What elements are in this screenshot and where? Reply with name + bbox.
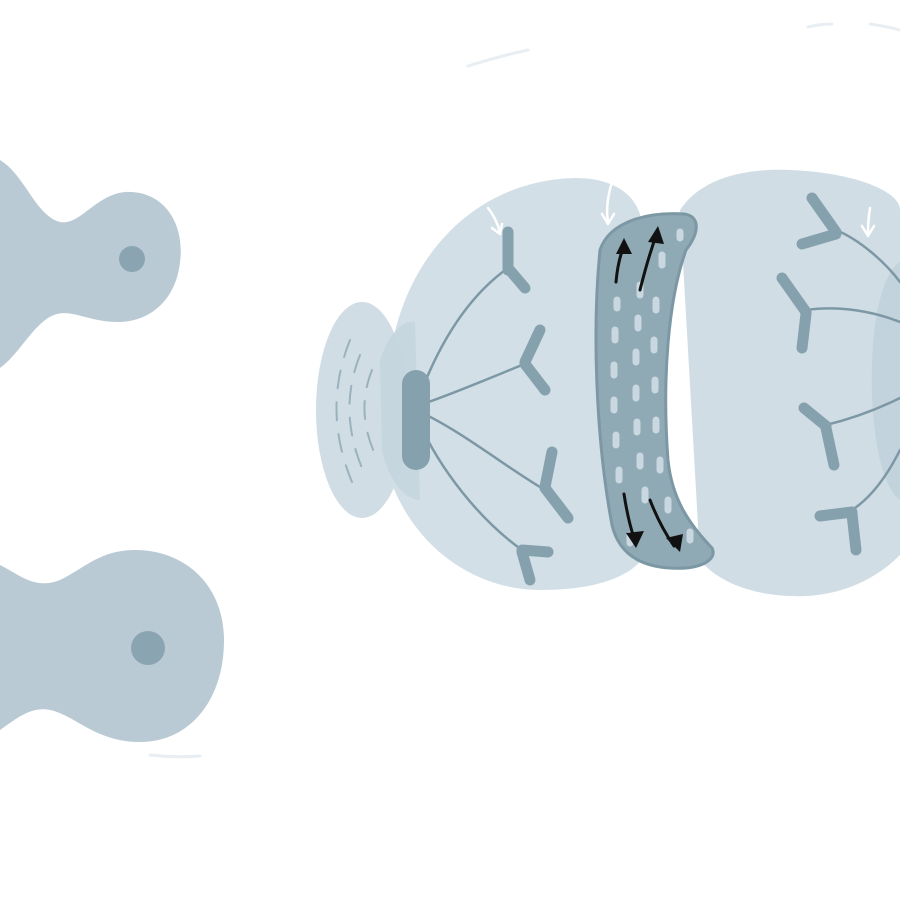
ring-arrowheads [616, 226, 683, 552]
faint-outline [148, 22, 900, 759]
receptors-right [776, 192, 862, 556]
right-bulb [680, 169, 900, 597]
cell-bottom-body [0, 550, 224, 742]
cell-bottom-nucleus [131, 631, 165, 665]
surface-arrows [486, 180, 876, 238]
receptors-left [502, 226, 574, 586]
cell-top [0, 160, 181, 368]
cell-top-nucleus [119, 246, 145, 272]
left-bulb [382, 178, 650, 590]
cell-bottom [0, 550, 224, 742]
right-bulb-lines [804, 228, 900, 512]
right-edge-shade [871, 262, 900, 500]
anchor-pad [402, 370, 430, 470]
cell-top-body [0, 160, 181, 368]
